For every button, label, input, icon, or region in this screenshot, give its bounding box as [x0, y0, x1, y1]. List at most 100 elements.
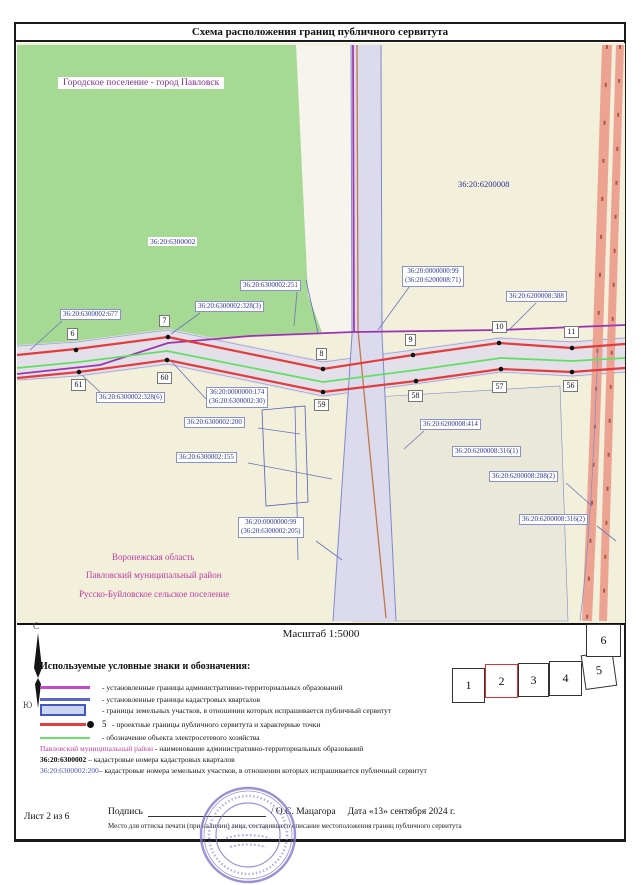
- power-corridor-stripe-2: [599, 44, 624, 622]
- date-label: Дата «13» сентября 2024 г.: [347, 807, 456, 817]
- legend-note-term: 36:20:6300002:200: [40, 766, 99, 775]
- parcel-label: 36:20:6300002:677: [60, 309, 121, 321]
- point-label-60: 60: [157, 372, 172, 384]
- legend-note-rest: – кадастровые номера кадастровых квартал…: [86, 755, 235, 764]
- parcel-label-line: 36:20:0000000:99: [245, 518, 297, 526]
- leader-lines: [29, 282, 617, 561]
- power-line-symbol: [40, 736, 102, 739]
- compass-south-label: Ю: [23, 700, 32, 710]
- legend-note: 36:20:6300002:200– кадастровые номера зе…: [40, 766, 427, 775]
- parcel-label-line: 36:20:6200008:288(2): [492, 472, 555, 480]
- parcel-label-line: (36:20:6300002:30): [209, 397, 265, 406]
- legend-row-power: - обозначение объекта электросетевого хо…: [40, 733, 260, 742]
- district-label: Павловский муниципальный район: [86, 570, 222, 580]
- road-center-line: [356, 44, 387, 619]
- parcel-label: 36:20:0000000:99(36:20:6300002:205): [238, 517, 304, 538]
- signature-line: [147, 806, 266, 817]
- compass-needle: [34, 633, 42, 678]
- parcel-label-line: 36:20:6300002:200: [187, 418, 242, 426]
- legend-note: 36:20:6300002 – кадастровые номера кадас…: [40, 755, 235, 764]
- signature-row: Подпись / О.С. Мацагора Дата «13» сентяб…: [108, 806, 455, 817]
- parcel-label-line: (36:20:6300002:205): [241, 527, 301, 536]
- stamp-note: Место для оттиска печати (при наличии) л…: [108, 822, 462, 830]
- sheet-index-4: 4: [549, 661, 582, 696]
- scale-label: Масштаб 1:5000: [282, 628, 360, 640]
- legend-text: - обозначение объекта электросетевого хо…: [102, 733, 260, 742]
- map-graphics: [17, 43, 625, 623]
- legend-row-admin: - установленные границы административно-…: [40, 683, 343, 692]
- parcel-label: 36:20:6200008:316(2): [519, 514, 588, 526]
- point-label-59: 59: [314, 399, 329, 411]
- page-title: Схема расположения границ публичного сер…: [14, 22, 626, 42]
- sheet-index-2-current: 2: [485, 664, 518, 698]
- parcel-label: 36:20:6300002:328(6): [96, 392, 165, 404]
- parcel-label-line: 36:20:6300002:677: [63, 310, 118, 318]
- legend-note-rest: – кадастровые номера земельных участков,…: [98, 766, 427, 775]
- legend-heading: Используемые условные знаки и обозначени…: [40, 661, 251, 672]
- servitude-boundary-symbol: [40, 721, 102, 728]
- legend-note-term: 36:20:6300002: [40, 755, 87, 764]
- road-edge-right: [380, 44, 397, 622]
- parcel-label-line: 36:20:6200008:316(1): [455, 447, 518, 455]
- sheet-index-6: 6: [586, 624, 621, 657]
- parcel-label-line: (36:20:6200008:71): [405, 276, 461, 285]
- point-label-58: 58: [408, 390, 423, 402]
- compass-north-label: С: [33, 621, 39, 631]
- point-label-57: 57: [492, 381, 507, 393]
- admin-boundary-symbol: [40, 686, 102, 689]
- parcel-boundary-symbol: [40, 704, 102, 716]
- parcel-label: 36:20:6300002:328(3): [195, 301, 264, 313]
- point-label-7: 7: [159, 315, 170, 327]
- parcel-label-line: 36:20:6300002:155: [179, 453, 234, 461]
- parcel-label-line: 36:20:6300002:328(3): [198, 302, 261, 310]
- parcel-label-line: 36:20:6300002:251: [243, 281, 298, 289]
- characteristic-points: [73, 334, 575, 395]
- point-label-6: 6: [67, 328, 78, 340]
- settlement-bottom-label: Русско-Буйловское сельское поселение: [79, 589, 230, 599]
- road-edge-left: [332, 44, 353, 622]
- parcel-label: 36:20:6300002:200: [184, 417, 245, 429]
- legend-row-parcels: - границы земельных участков, в отношени…: [40, 704, 391, 716]
- sheet-number-label: Лист 2 из 6: [24, 812, 70, 822]
- quarter-boundary-symbol: [40, 698, 102, 701]
- parcel-label-line: 36:20:6200008:388: [509, 292, 564, 300]
- point-label-8: 8: [316, 348, 327, 360]
- signature-name: / О.С. Мацагора: [270, 807, 336, 817]
- power-line: [17, 350, 625, 383]
- sheet-index-3: 3: [518, 663, 549, 697]
- compass-rose: С Ю: [23, 621, 42, 710]
- parcel-label-line: 36:20:6300002:328(6): [99, 393, 162, 401]
- power-corridor-stripe-1: [582, 44, 612, 622]
- legend-row-servitude: 5 - проектные границы публичного сервиту…: [40, 719, 320, 729]
- parcel-label: 36:20:6200008:414: [420, 419, 481, 431]
- quarter-label-6200008: 36:20:6200008: [458, 179, 510, 189]
- parcel-label-line: 36:20:0000000:174: [209, 388, 265, 396]
- settlement-label: Городское поселение - город Павловск: [58, 77, 225, 89]
- compass-needle-tail: [35, 678, 41, 708]
- parcel-label-line: 36:20:6200008:316(2): [522, 515, 585, 523]
- map-area: [17, 43, 625, 625]
- point-label-56: 56: [563, 380, 578, 392]
- signature-label: Подпись: [108, 807, 143, 817]
- oblast-label: Воронежская область: [112, 552, 195, 562]
- legend-note-rest: - наименование административно-территори…: [152, 744, 364, 753]
- legend-note-term: Павловский муниципальный район: [40, 744, 153, 753]
- parcel-label: 36:20:0000000:99(36:20:6200008:71): [402, 266, 464, 287]
- sheet-index-1: 1: [452, 668, 485, 703]
- servitude-boundary-upper: [17, 335, 625, 371]
- official-stamp: [199, 786, 297, 884]
- parcel-label: 36:20:6200008:316(1): [452, 446, 521, 458]
- legend-row-quarters: - установленные границы кадастровых квар…: [40, 695, 260, 704]
- cream-strip: [296, 45, 352, 335]
- point-label-10: 10: [492, 321, 507, 333]
- parcel-316-edge: [579, 344, 599, 622]
- legend-text: - границы земельных участков, в отношени…: [102, 705, 392, 715]
- point-label-61: 61: [71, 379, 86, 391]
- parcel-label-line: 36:20:6200008:414: [423, 420, 478, 428]
- point-label-9: 9: [405, 334, 416, 346]
- road-band: [333, 45, 396, 621]
- parcel-label: 36:20:6300002:251: [240, 280, 301, 292]
- servitude-boundary-lower: [17, 358, 625, 394]
- parcel-155-outline: [261, 405, 309, 507]
- legend-point-number: 5: [102, 719, 107, 729]
